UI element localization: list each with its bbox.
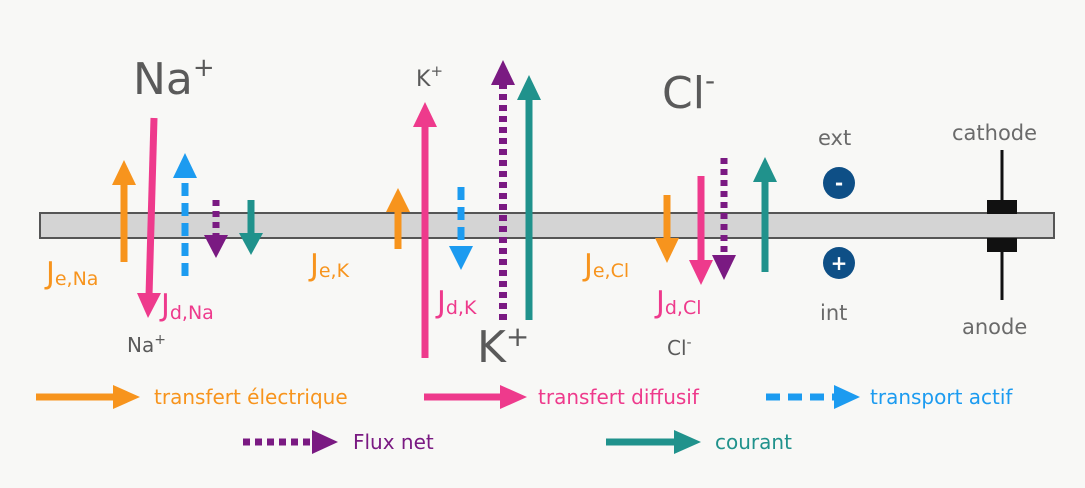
cl-group: Cl- Cl- Je,Cl Jd,Cl [582, 64, 777, 360]
plus-sign: + [831, 251, 848, 275]
na-group: Na+ Na+ Je,Na Jd,Na [44, 53, 263, 357]
legend-active-arrowhead [834, 385, 860, 409]
legend-active-label: transport actif [870, 385, 1013, 409]
k-current-arrowhead [517, 75, 541, 100]
jd-k-label: Jd,K [435, 285, 477, 320]
cl-bottom-label: Cl- [667, 335, 692, 360]
legend-diffusive: transfert diffusif [424, 385, 700, 409]
na-top-label: Na+ [133, 53, 215, 105]
int-label: int [820, 301, 847, 325]
legend-net: Flux net [243, 430, 434, 454]
cathode-label: cathode [952, 121, 1037, 145]
na-net-arrowhead [204, 235, 228, 258]
jd-na-label: Jd,Na [159, 288, 214, 324]
k-group: K+ K+ Je,K Jd,K [308, 60, 541, 373]
je-k-label: Je,K [308, 248, 350, 283]
legend-current-label: courant [715, 430, 792, 454]
anode-plate [987, 238, 1017, 252]
membrane-bar [39, 212, 1055, 239]
cl-net-arrowhead [712, 255, 736, 280]
anode-label: anode [962, 315, 1027, 339]
je-k-arrowhead [386, 188, 410, 212]
jd-na-arrowhead [137, 293, 161, 318]
legend-net-arrowhead [312, 430, 338, 454]
legend-net-label: Flux net [353, 430, 434, 454]
k-top-label: K+ [416, 62, 443, 92]
electrode-group: cathode anode [952, 121, 1037, 339]
na-current-arrowhead [239, 233, 263, 255]
legend: transfert électrique transfert diffusif … [36, 385, 1013, 454]
legend-electric-label: transfert électrique [154, 385, 348, 409]
jd-cl-arrowhead [689, 260, 713, 285]
k-net-arrowhead [491, 60, 515, 85]
je-na-label: Je,Na [44, 256, 98, 291]
jd-cl-label: Jd,Cl [654, 285, 702, 320]
k-bottom-label: K+ [477, 320, 529, 373]
legend-active: transport actif [766, 385, 1013, 409]
cl-top-label: Cl- [662, 64, 715, 119]
je-cl-arrowhead [655, 238, 679, 263]
legend-current: courant [606, 430, 792, 454]
legend-electric-arrowhead [113, 385, 140, 409]
minus-icon [823, 167, 855, 199]
cl-current-arrowhead [753, 157, 777, 182]
je-na-arrowhead [112, 160, 136, 185]
k-active-arrowhead [449, 246, 473, 270]
plus-icon [823, 247, 855, 279]
ext-label: ext [818, 126, 851, 150]
legend-current-arrowhead [674, 430, 701, 454]
legend-electric: transfert électrique [36, 385, 348, 409]
legend-diffusive-label: transfert diffusif [538, 385, 700, 409]
jd-k-arrowhead [413, 102, 437, 127]
legend-diffusive-arrowhead [500, 385, 527, 409]
cathode-plate [987, 200, 1017, 214]
minus-sign: - [835, 171, 843, 195]
polarity-group: ext - + int [818, 126, 855, 325]
na-active-arrowhead [173, 153, 197, 178]
jd-na-arrow [145, 117, 158, 297]
na-bottom-label: Na+ [127, 332, 166, 357]
je-cl-label: Je,Cl [582, 248, 629, 283]
